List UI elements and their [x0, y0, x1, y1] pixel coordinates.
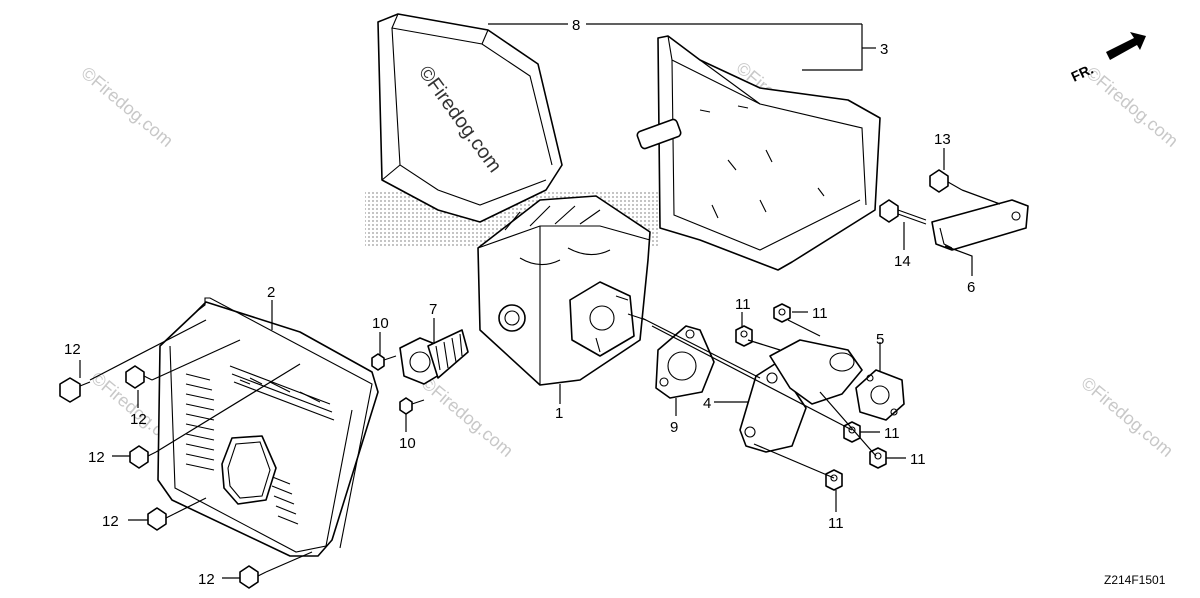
muffler-flange: [569, 281, 635, 357]
callout-8: 8: [572, 17, 580, 34]
callout-5: 5: [876, 331, 884, 348]
callout-12d: 12: [102, 513, 119, 530]
part-8-muffler-protector: ©Firedog.com: [377, 13, 563, 223]
bolt-13: [929, 169, 963, 193]
part-6-stay: [931, 199, 1029, 251]
cover-window: [221, 435, 277, 505]
nuts: [735, 303, 887, 491]
bolt-10-b: [399, 397, 425, 415]
watermark-bottom-center: ©Firedog.com: [417, 373, 517, 461]
watermark-right-top: ©Firedog.com: [1082, 63, 1182, 151]
callout-3: 3: [880, 41, 888, 58]
part-1-muffler: [477, 195, 651, 386]
callout-11c: 11: [884, 425, 900, 442]
nut-11-c: [843, 421, 861, 443]
bolt-12-d: [147, 507, 175, 531]
part-2-muffler-cover: [157, 297, 379, 557]
bolt-12-e: [239, 565, 267, 589]
part-5-gasket: [855, 369, 905, 421]
nut-11-e: [825, 469, 843, 491]
part-3-muffler-cover: [636, 35, 881, 271]
muffler-outlet: [498, 304, 526, 332]
callout-11b: 11: [812, 305, 828, 322]
callout-12b: 12: [130, 411, 147, 428]
part-7-spark-arrester: [399, 329, 469, 385]
callout-4: 4: [703, 395, 711, 412]
bolt-12-c: [129, 445, 157, 469]
callout-9: 9: [670, 419, 678, 436]
nut-11-a: [735, 325, 753, 347]
bolt-10-a: [371, 353, 397, 371]
cover-slot: [636, 118, 682, 150]
bolt-12-b: [125, 365, 153, 389]
callout-12a: 12: [64, 341, 81, 358]
callout-1: 1: [555, 405, 563, 422]
callout-12e: 12: [198, 571, 215, 588]
callout-7: 7: [429, 301, 437, 318]
callout-13: 13: [934, 131, 951, 148]
watermark-right-bottom: ©Firedog.com: [1077, 373, 1177, 461]
callout-11d: 11: [910, 451, 926, 468]
part-4-exhaust-pipe: [739, 339, 863, 453]
watermark-left: ©Firedog.com: [77, 63, 177, 151]
callout-14: 14: [894, 253, 911, 270]
bolt-12-a: [59, 377, 91, 403]
bolts: [59, 169, 963, 589]
callout-10b: 10: [399, 435, 416, 452]
leader-lines: [79, 23, 1001, 579]
front-arrow-icon: [1106, 32, 1146, 60]
drawing-code: Z214F1501: [1104, 573, 1166, 587]
callout-6: 6: [967, 279, 975, 296]
callout-2: 2: [267, 284, 275, 301]
callout-numbers: 8 3 13 14 6 2 10 7 10 1 9 4 11 11 5 11 1…: [64, 17, 975, 588]
nut-11-b: [773, 303, 791, 323]
callout-12c: 12: [88, 449, 105, 466]
callout-11a: 11: [735, 296, 751, 313]
part-9-gasket: [655, 325, 715, 399]
callout-11e: 11: [828, 515, 844, 532]
bolt-14: [879, 199, 927, 225]
callout-10a: 10: [372, 315, 389, 332]
